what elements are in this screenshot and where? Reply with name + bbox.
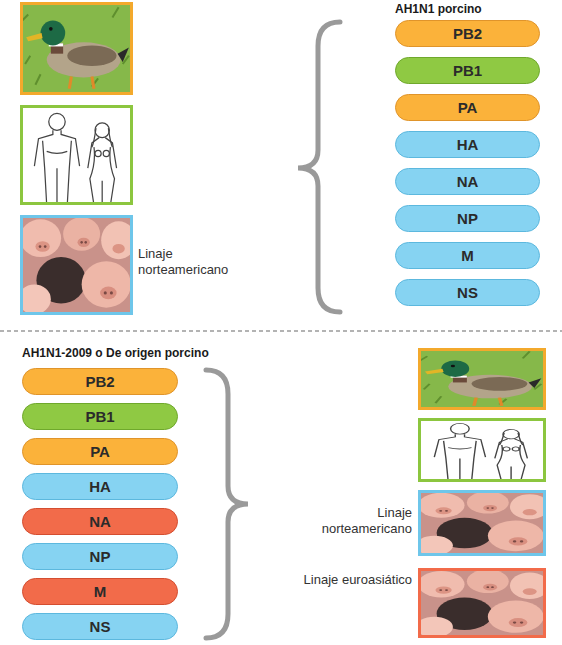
segment-set-title: AH1N1-2009 o De origen porcino: [22, 346, 209, 360]
brace: [206, 370, 248, 638]
lineage-label: Linaje euroasiático: [290, 572, 412, 588]
gene-segment: PB1: [22, 403, 178, 430]
gene-segment: HA: [395, 131, 540, 158]
gene-segment: PB2: [395, 20, 540, 47]
gene-segment: PA: [22, 438, 178, 465]
gene-segment: NP: [395, 205, 540, 232]
segment-name: NA: [457, 173, 479, 190]
segment-set-title: AH1N1 porcino: [395, 2, 482, 16]
gene-segment: NA: [395, 168, 540, 195]
segment-name: NP: [457, 210, 478, 227]
human-drawing: [418, 418, 546, 482]
gene-segment: HA: [22, 473, 178, 500]
segment-name: PB1: [85, 408, 114, 425]
gene-segment: PB1: [395, 57, 540, 84]
gene-segment: NP: [22, 543, 178, 570]
gene-segment: PB2: [22, 368, 178, 395]
segment-name: HA: [89, 478, 111, 495]
pig-photo: [416, 490, 550, 556]
photo-frame: [22, 217, 132, 314]
gene-segment: NS: [22, 613, 178, 640]
duck-photo: [418, 348, 546, 410]
gene-segment: M: [22, 578, 178, 605]
segment-name: NS: [90, 618, 111, 635]
segment-name: NA: [89, 513, 111, 530]
photo-frame: [420, 350, 545, 409]
segment-name: PA: [458, 99, 478, 116]
lineage-label: Linaje norteamericano: [138, 246, 253, 279]
segment-name: HA: [457, 136, 479, 153]
photo-frame: [22, 107, 132, 204]
duck-photo: [20, 2, 133, 95]
pig-photo: [18, 215, 136, 315]
segment-name: PB2: [85, 373, 114, 390]
segment-name: PA: [90, 443, 110, 460]
gene-segment: NS: [395, 279, 540, 306]
segment-name: PB2: [453, 25, 482, 42]
segment-name: M: [461, 247, 474, 264]
human-drawing: [20, 105, 133, 205]
segment-name: NP: [90, 548, 111, 565]
pig-photo: [416, 568, 550, 638]
gene-segment: M: [395, 242, 540, 269]
photo-frame: [22, 4, 132, 94]
brace: [298, 22, 340, 312]
gene-segment: PA: [395, 94, 540, 121]
photo-frame: [420, 420, 545, 481]
gene-segment: NA: [22, 508, 178, 535]
segment-name: M: [94, 583, 107, 600]
segment-name: NS: [457, 284, 478, 301]
separator-line: [0, 330, 562, 332]
photo-frame: [420, 570, 545, 637]
segment-name: PB1: [453, 62, 482, 79]
lineage-label: Linaje norteamericano: [290, 505, 412, 538]
photo-frame: [420, 492, 545, 555]
